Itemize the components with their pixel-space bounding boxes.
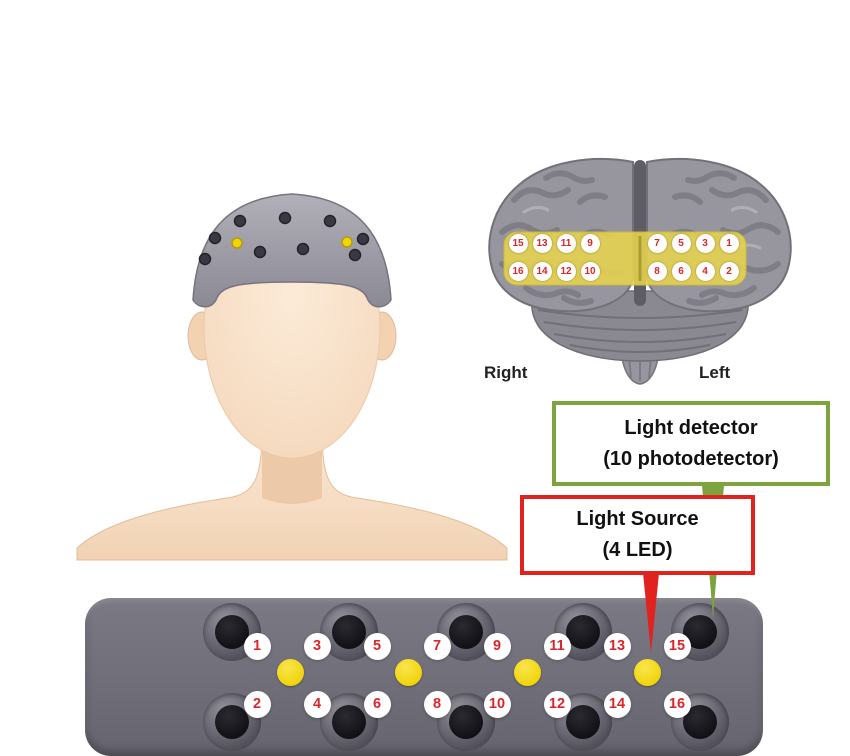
brain-illustration [488,157,792,385]
led-light-source [394,658,422,686]
led-light-source [276,658,304,686]
led-electrode-dot-icon [231,237,243,249]
electrode-dot-icon [233,214,247,228]
light-detector-label-box: Light detector (10 photodetector) [552,401,830,486]
electrode-dot-icon [323,214,337,228]
photodetector-hole [215,705,249,739]
head-with-cap-illustration [76,193,508,561]
brain-left-label: Left [699,363,731,382]
highlighted-measurement-band [503,231,747,286]
channel-number: 8 [423,690,451,718]
light-source-title: Light Source [576,508,699,530]
channel-number: 10 [483,690,511,718]
channel-number: 3 [303,632,331,660]
electrode-dot-icon [198,252,212,266]
channel-number: 11 [543,632,571,660]
led-light-source [633,658,661,686]
channel-number: 5 [363,632,391,660]
channel-number: 16 [663,690,691,718]
photodetector-hole [449,615,483,649]
cap-electrodes [198,211,370,266]
electrode-dot-icon [253,245,267,259]
channel-number: 4 [303,690,331,718]
electrode-dot-icon [208,231,222,245]
photodetector-hole [566,705,600,739]
channel-number: 1 [243,632,271,660]
brain-right-label: Right [484,363,528,382]
led-electrode-dot-icon [341,236,353,248]
light-detector-title: Light detector [624,416,758,439]
channel-number: 14 [603,690,631,718]
photodetector-hole [332,705,366,739]
channel-number: 6 [363,690,391,718]
channel-number: 12 [543,690,571,718]
photodetector-hole [332,615,366,649]
photodetector-hole [449,705,483,739]
electrode-dot-icon [356,232,370,246]
channel-number: 15 [663,632,691,660]
light-detector-subtitle: (10 photodetector) [603,447,779,470]
electrode-dot-icon [348,248,362,262]
led-light-source [513,658,541,686]
light-source-label-box: Light Source (4 LED) [520,495,755,575]
channel-number: 13 [603,632,631,660]
photodetector-hole [215,615,249,649]
channel-number: 9 [483,632,511,660]
electrode-dot-icon [278,211,292,225]
electrode-dot-icon [296,242,310,256]
photodetector-hole [566,615,600,649]
channel-number: 2 [243,690,271,718]
light-source-subtitle: (4 LED) [602,539,673,561]
channel-number: 7 [423,632,451,660]
